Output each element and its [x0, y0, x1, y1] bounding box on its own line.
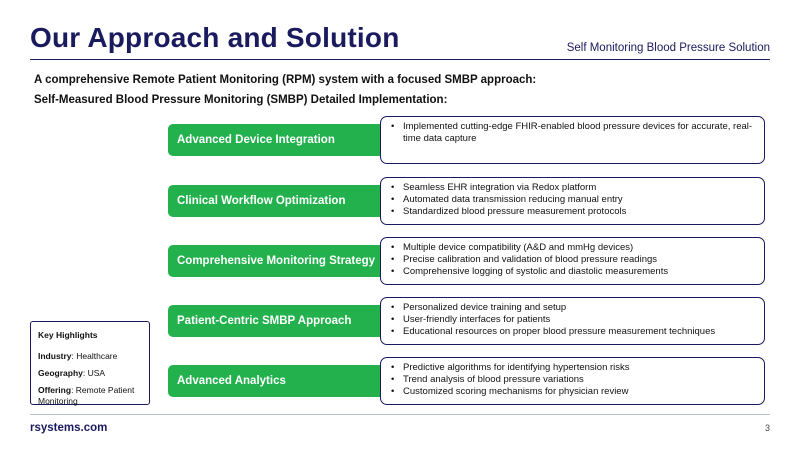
highlight-geography-value: : USA [82, 368, 106, 378]
highlight-offering-label: Offering [38, 385, 72, 395]
highlight-industry: Industry: Healthcare [38, 351, 142, 362]
detail-bullet: Predictive algorithms for identifying hy… [391, 362, 754, 374]
intro-line-1: A comprehensive Remote Patient Monitorin… [34, 74, 537, 86]
slide-subtitle: Self Monitoring Blood Pressure Solution [566, 42, 770, 54]
approach-detail-box: Multiple device compatibility (A&D and m… [380, 237, 765, 285]
approach-row: Patient-Centric SMBP Approach Personaliz… [168, 297, 766, 345]
detail-bullet: Multiple device compatibility (A&D and m… [391, 242, 754, 254]
approach-label-pill: Clinical Workflow Optimization [168, 185, 386, 217]
detail-bullet: Automated data transmission reducing man… [391, 194, 754, 206]
highlight-geography-label: Geography [38, 368, 83, 378]
key-highlights-box: Key Highlights Industry: Healthcare Geog… [30, 321, 150, 407]
approach-label-pill: Comprehensive Monitoring Strategy [168, 245, 386, 277]
highlight-offering-value: : Remote Patient Monitoring [38, 385, 135, 406]
detail-bullet-list: Implemented cutting-edge FHIR-enabled bl… [391, 121, 754, 145]
detail-bullet: Precise calibration and validation of bl… [391, 254, 754, 266]
detail-bullet-list: Seamless EHR integration via Redox platf… [391, 182, 754, 219]
detail-bullet: Comprehensive logging of systolic and di… [391, 266, 754, 278]
approach-label-pill: Advanced Device Integration [168, 124, 386, 156]
detail-bullet-list: Predictive algorithms for identifying hy… [391, 362, 754, 399]
detail-bullet-list: Personalized device training and setup U… [391, 302, 754, 339]
title-divider [30, 59, 770, 60]
detail-bullet: Seamless EHR integration via Redox platf… [391, 182, 754, 194]
detail-bullet: User-friendly interfaces for patients [391, 314, 754, 326]
approach-row: Clinical Workflow Optimization Seamless … [168, 177, 766, 225]
detail-bullet: Educational resources on proper blood pr… [391, 326, 754, 338]
footer-divider [30, 414, 770, 415]
approach-detail-box: Implemented cutting-edge FHIR-enabled bl… [380, 116, 765, 164]
approach-row: Advanced Device Integration Implemented … [168, 116, 766, 164]
approach-label-pill: Patient-Centric SMBP Approach [168, 305, 386, 337]
approach-row: Comprehensive Monitoring Strategy Multip… [168, 237, 766, 285]
page-number: 3 [764, 423, 770, 433]
approach-detail-box: Personalized device training and setup U… [380, 297, 765, 345]
highlight-geography: Geography: USA [38, 368, 142, 379]
page-title: Our Approach and Solution [30, 22, 400, 53]
highlight-industry-value: : Healthcare [71, 351, 118, 361]
brand-url: rsystems.com [30, 422, 108, 434]
detail-bullet: Trend analysis of blood pressure variati… [391, 374, 754, 386]
highlight-offering: Offering: Remote Patient Monitoring [38, 385, 142, 407]
highlight-industry-label: Industry [38, 351, 72, 361]
intro-line-2: Self-Measured Blood Pressure Monitoring … [34, 94, 448, 106]
approach-row: Advanced Analytics Predictive algorithms… [168, 357, 766, 405]
detail-bullet: Standardized blood pressure measurement … [391, 206, 754, 218]
detail-bullet: Customized scoring mechanisms for physic… [391, 386, 754, 398]
approach-label-pill: Advanced Analytics [168, 365, 386, 397]
approach-detail-box: Seamless EHR integration via Redox platf… [380, 177, 765, 225]
key-highlights-title: Key Highlights [38, 330, 98, 340]
approach-detail-box: Predictive algorithms for identifying hy… [380, 357, 765, 405]
intro-text: A comprehensive Remote Patient Monitorin… [34, 70, 774, 110]
detail-bullet: Personalized device training and setup [391, 302, 754, 314]
detail-bullet: Implemented cutting-edge FHIR-enabled bl… [391, 121, 754, 145]
detail-bullet-list: Multiple device compatibility (A&D and m… [391, 242, 754, 279]
